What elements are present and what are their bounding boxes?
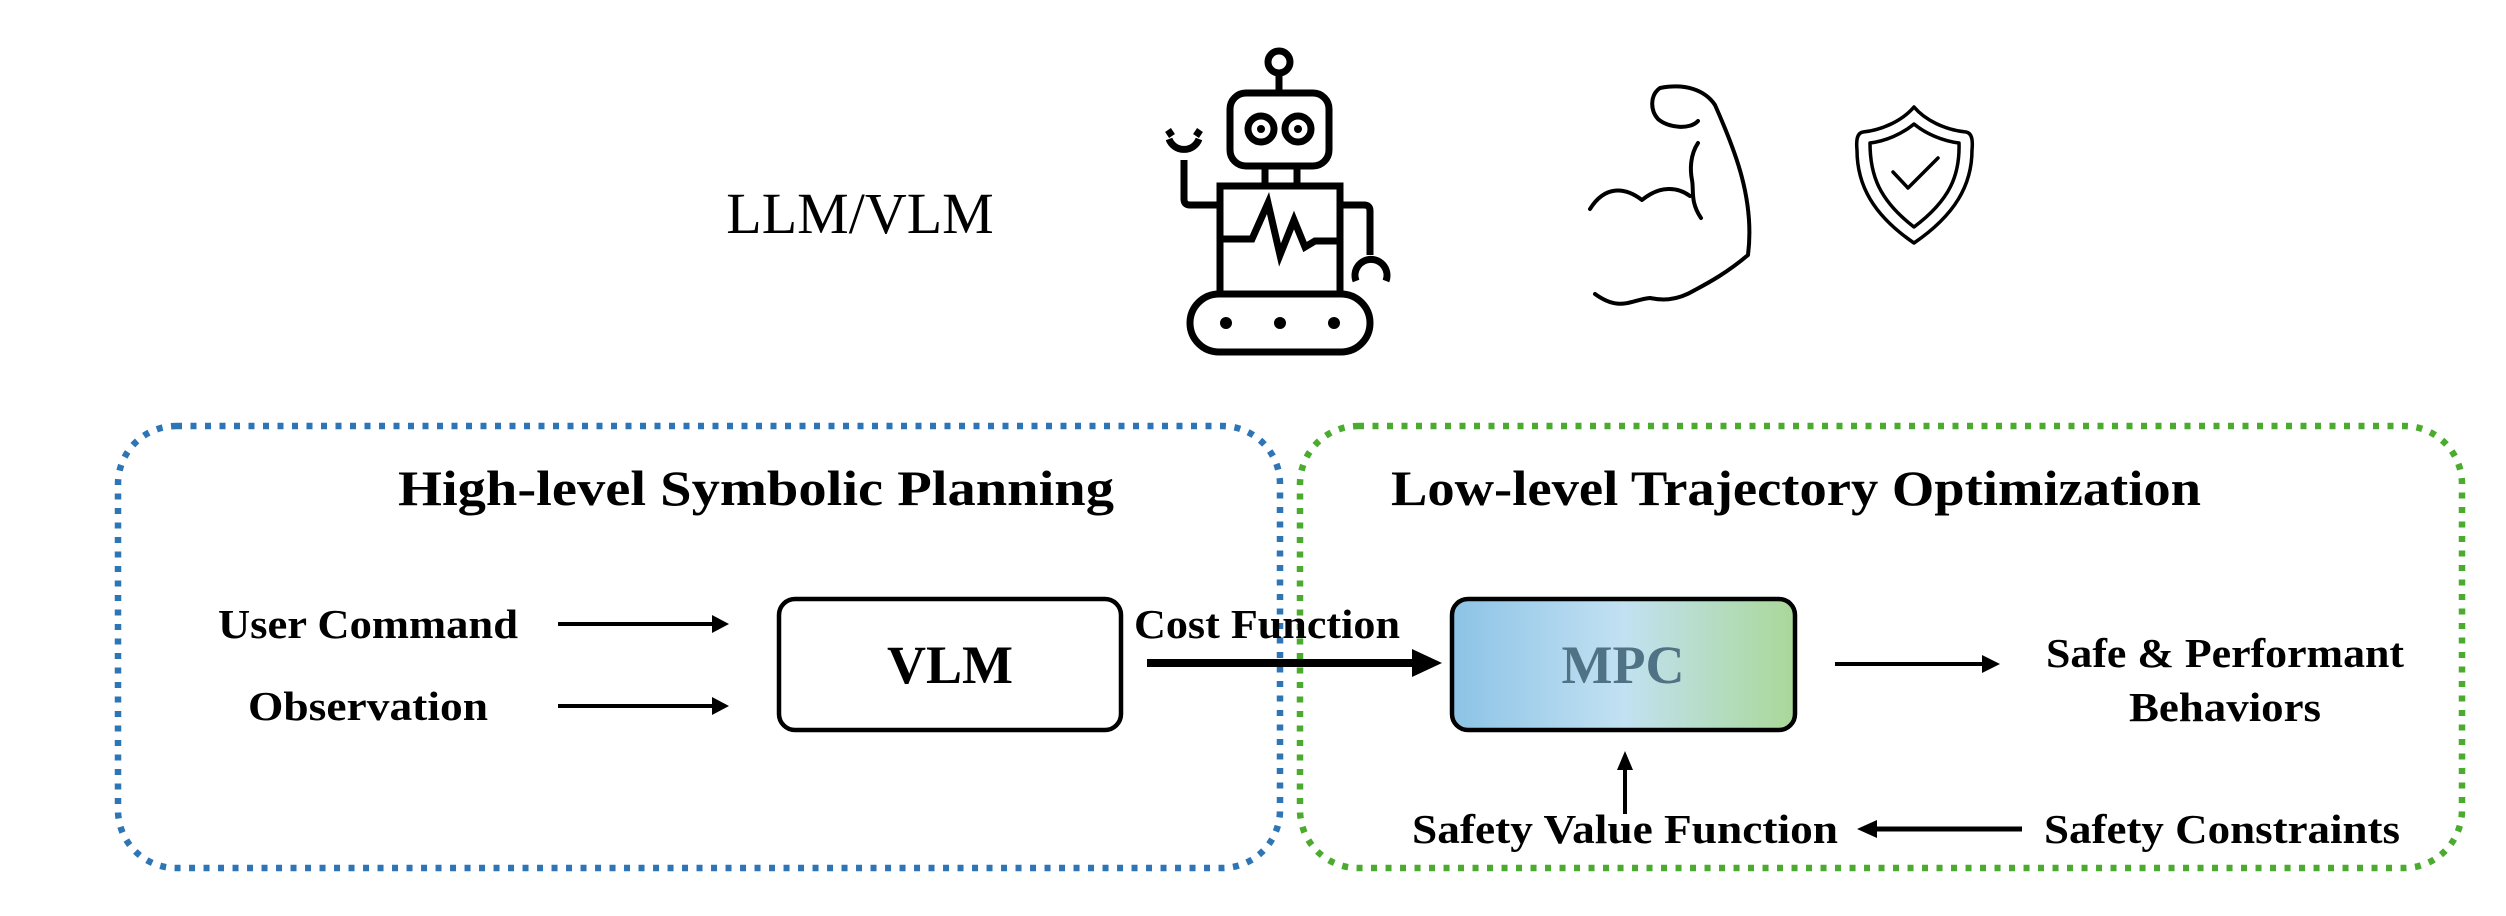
output-behaviors-line2: Behaviors	[2129, 684, 2321, 730]
vlm-box	[776, 596, 1124, 733]
input-observation: Observation	[248, 683, 488, 729]
robot-icon	[1165, 47, 1391, 356]
arrow-cost-function-to-mpc	[1147, 649, 1442, 677]
mpc-label: MPC	[1562, 635, 1685, 695]
arrow-constraints-to-value-function	[1857, 820, 2022, 838]
high-level-title: High-level Symbolic Planning	[398, 460, 1114, 516]
arrow-observation-to-vlm	[558, 697, 729, 715]
high-level-planning-group	[114, 422, 1284, 872]
safety-value-function-label: Safety Value Function	[1412, 806, 1838, 852]
arrow-mpc-to-behaviors	[1835, 655, 2000, 673]
low-level-optimization-group	[1296, 422, 2466, 872]
safety-constraints-label: Safety Constraints	[2044, 806, 2400, 852]
arrow-safety-value-to-mpc	[1617, 751, 1633, 814]
low-level-title: Low-level Trajectory Optimization	[1391, 460, 2201, 516]
flexed-bicep-icon	[1588, 84, 1752, 306]
model-label: LLM/VLM	[726, 181, 993, 246]
arrow-user-command-to-vlm	[558, 615, 729, 633]
mpc-box	[1449, 596, 1798, 733]
output-behaviors-line1: Safe & Performant	[2046, 630, 2404, 676]
cost-function-label: Cost Function	[1134, 601, 1400, 647]
input-user-command: User Command	[218, 601, 518, 647]
vlm-label: VLM	[887, 635, 1013, 695]
shield-check-icon	[1854, 105, 1975, 245]
